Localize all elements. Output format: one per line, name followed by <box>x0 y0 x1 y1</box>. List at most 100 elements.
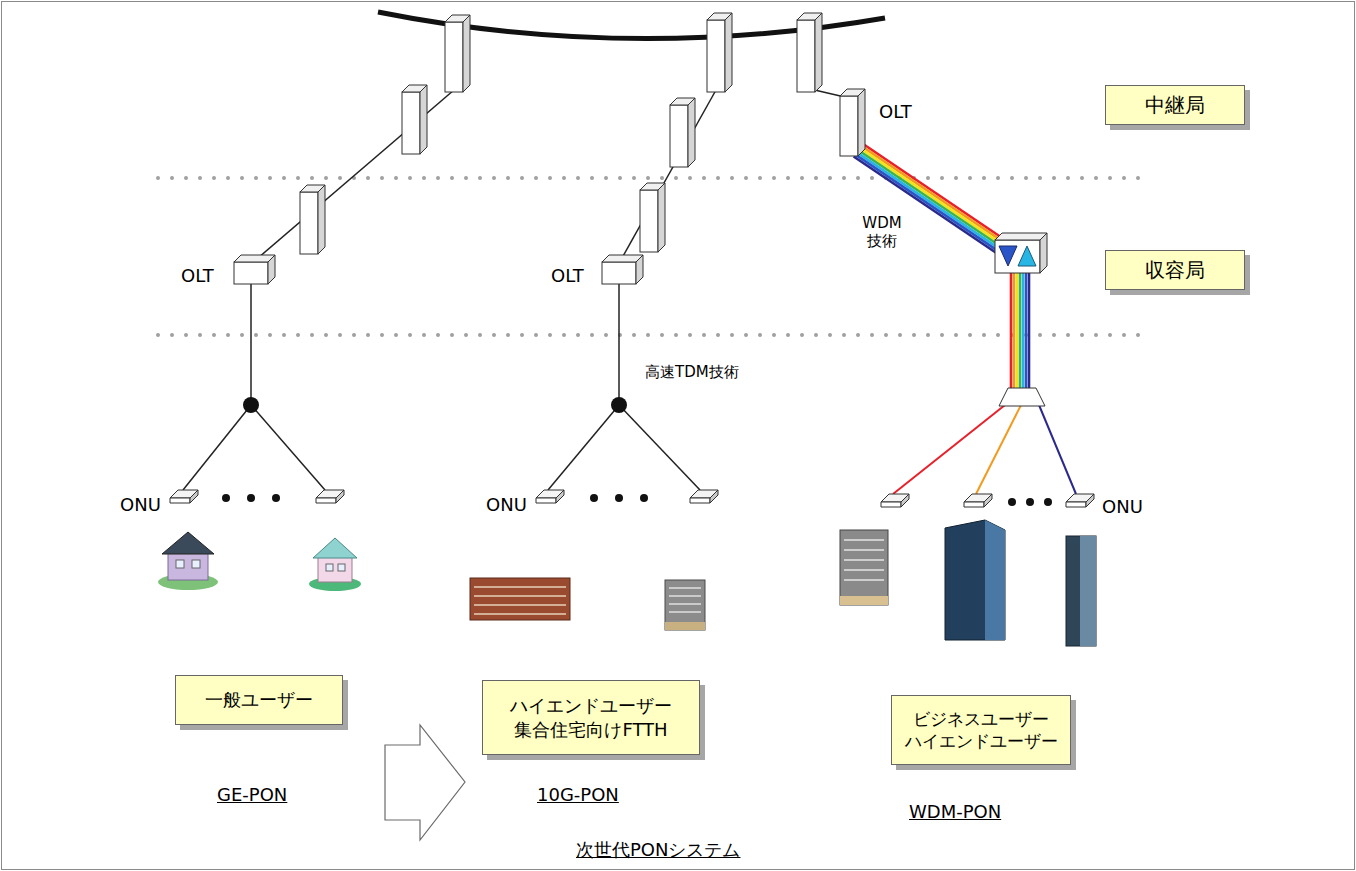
wavelength-line <box>1016 273 1019 390</box>
equipment-label: ONU <box>120 494 161 516</box>
equipment-label: OLT <box>181 265 214 287</box>
wavelength-line <box>1025 273 1028 390</box>
onu-icon <box>190 490 198 503</box>
onu-icon <box>170 498 190 503</box>
building-base <box>840 596 888 605</box>
wavelength-line <box>857 152 1002 250</box>
equipment-side <box>463 15 470 92</box>
wavelength-line <box>1039 405 1076 494</box>
house-illustration <box>158 532 218 590</box>
ellipsis-dot <box>590 494 598 502</box>
equipment-side <box>318 185 325 254</box>
equipment-side <box>658 183 665 252</box>
onu-icon <box>316 498 336 503</box>
house-window <box>326 564 333 571</box>
fiber-line <box>618 284 620 405</box>
ellipsis-dot <box>247 494 255 502</box>
equipment-side <box>725 13 732 92</box>
ellipsis-dot <box>272 494 280 502</box>
equipment-label: WDM-PON <box>909 801 1001 823</box>
window-row <box>669 587 701 589</box>
equipment-side <box>815 13 822 92</box>
station-box: 一般ユーザー <box>175 675 343 725</box>
migration-arrow <box>385 725 465 840</box>
onu-icon <box>556 490 564 503</box>
equipment-boxes <box>234 13 1047 284</box>
olt-front <box>840 96 858 156</box>
onu-icon <box>881 502 901 507</box>
layer-separator <box>158 176 1150 180</box>
office-illustration <box>945 520 1005 640</box>
onu-icon <box>984 494 992 507</box>
equipment-front <box>670 105 688 167</box>
window-row <box>474 586 566 588</box>
wavelength-line <box>1010 273 1013 390</box>
window-row <box>474 595 566 597</box>
ellipsis-dot <box>1044 498 1052 506</box>
station-box: ハイエンドユーザー 集合住宅向けFTTH <box>482 680 700 755</box>
box-text: ハイエンドユーザー 集合住宅向けFTTH <box>496 694 686 741</box>
tower-side <box>985 520 1005 640</box>
tower-body <box>945 520 1005 640</box>
window-row <box>844 579 884 581</box>
office-illustration <box>1066 536 1096 646</box>
olt-side <box>636 255 643 284</box>
olt-side <box>858 89 865 156</box>
house-window <box>192 560 200 568</box>
wdm-rainbow <box>1011 273 1029 390</box>
fiber-line <box>183 405 251 490</box>
building-windows <box>844 540 884 580</box>
wavelength-line <box>1022 273 1025 390</box>
building-body <box>665 580 705 630</box>
house-roof <box>313 538 357 558</box>
onu-devices <box>170 490 1094 507</box>
window-row <box>669 603 701 605</box>
house-roof <box>162 532 214 554</box>
equipment-side <box>688 98 695 167</box>
tower-side <box>1080 536 1096 646</box>
window-row <box>474 604 566 606</box>
apartment-illustration <box>665 580 705 630</box>
wdm-rainbow <box>854 144 1008 255</box>
wavelength-line <box>893 405 1005 494</box>
fiber-line <box>622 90 716 258</box>
onu-icon <box>964 502 984 507</box>
onu-icon <box>901 494 909 507</box>
equipment-label: OLT <box>551 265 584 287</box>
equipment-side <box>420 85 427 154</box>
equipment-label: 高速TDM技術 <box>645 363 739 381</box>
wavelength-line <box>854 157 999 255</box>
equipment-front <box>445 22 463 92</box>
splitter-dot <box>611 397 627 413</box>
wavelength-line <box>1013 273 1016 390</box>
window-row <box>844 539 884 541</box>
apartment-illustration <box>470 578 570 620</box>
ellipsis-dot <box>615 494 623 502</box>
ellipsis-dots <box>222 494 1052 506</box>
mux-triangle <box>1018 246 1036 266</box>
layer-separator <box>158 333 1150 337</box>
window-row <box>844 559 884 561</box>
wdm-mux-top <box>995 233 1047 240</box>
ellipsis-dot <box>640 494 648 502</box>
onu-icon <box>1086 494 1094 507</box>
station-box: 中継局 <box>1105 85 1245 125</box>
equipment-label: WDM 技術 <box>860 214 904 250</box>
box-text: ビジネスユーザー ハイエンドユーザー <box>901 708 1061 752</box>
window-row <box>844 569 884 571</box>
window-row <box>844 549 884 551</box>
building-body <box>470 578 570 620</box>
wavelength-line <box>1019 273 1022 390</box>
window-row <box>669 595 701 597</box>
olt-front <box>234 262 268 284</box>
onu-icon <box>690 498 710 503</box>
station-box: 収容局 <box>1105 250 1245 290</box>
splitter-dot <box>243 397 259 413</box>
equipment-front <box>707 20 725 92</box>
window-row <box>474 613 566 615</box>
ellipsis-dot <box>1026 498 1034 506</box>
onu-icon <box>1066 502 1086 507</box>
ellipsis-dot <box>222 494 230 502</box>
house-window <box>176 560 184 568</box>
